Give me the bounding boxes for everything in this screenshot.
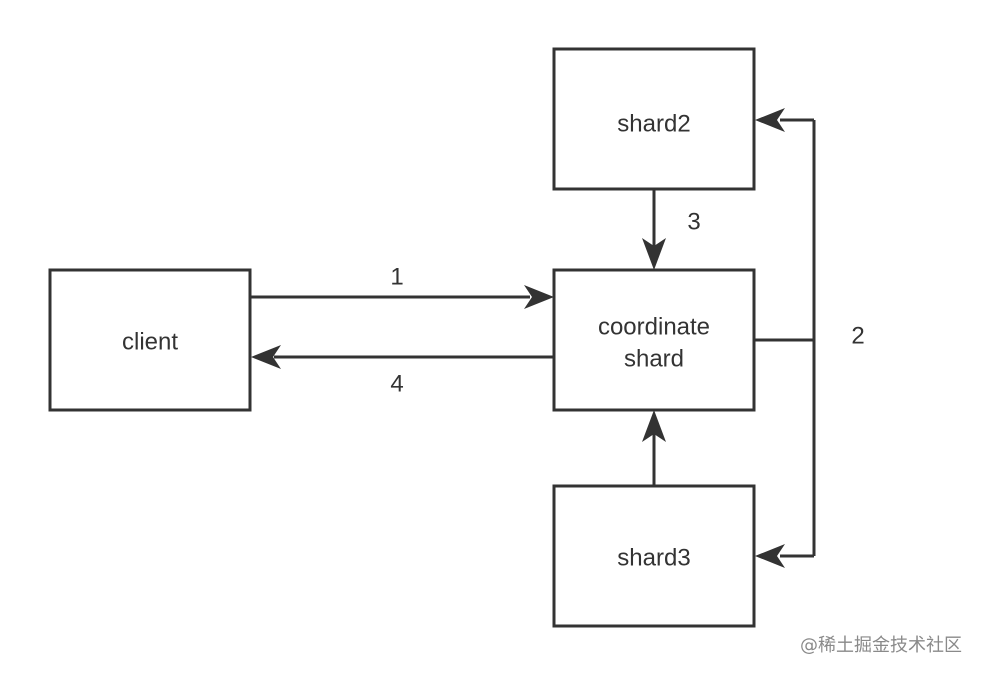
edge-request-label: 1: [390, 263, 403, 290]
watermark-text: @稀土掘金技术社区: [800, 635, 962, 656]
edge-fanout-label: 2: [851, 322, 864, 349]
client-label: client: [122, 328, 178, 355]
shard2-node: shard2: [552, 47, 756, 191]
edge-fanout: 2: [755, 108, 865, 568]
edge-shard-reply-label: 3: [687, 208, 700, 235]
client-node: client: [48, 268, 252, 412]
shard2-label: shard2: [617, 110, 690, 137]
edge-shard2-arrowhead: [642, 238, 666, 270]
edge-request-arrowhead: [524, 285, 554, 309]
shard3-box: [552, 484, 756, 628]
edge-shard3-arrowhead: [642, 410, 666, 442]
coordinate-shard-label-line2: shard: [624, 345, 684, 372]
edge-fanout-to-shard3-arrowhead: [755, 544, 785, 568]
coordinate-shard-label-line1: coordinate: [598, 313, 710, 340]
coordinate-shard-node: coordinate shard: [552, 268, 756, 412]
edge-request: 1: [251, 263, 554, 309]
client-box: [48, 268, 252, 412]
edge-response-label: 4: [390, 370, 403, 397]
shard3-label: shard3: [617, 544, 690, 571]
edge-response: 4: [251, 345, 553, 397]
coordinate-shard-box: [552, 268, 756, 412]
edge-shard-reply-top: 3: [642, 190, 701, 270]
edge-fanout-to-shard2-arrowhead: [755, 108, 785, 132]
edge-response-arrowhead: [251, 345, 281, 369]
shard2-box: [552, 47, 756, 191]
edge-shard-reply-bottom: [642, 410, 666, 485]
shard3-node: shard3: [552, 484, 756, 628]
